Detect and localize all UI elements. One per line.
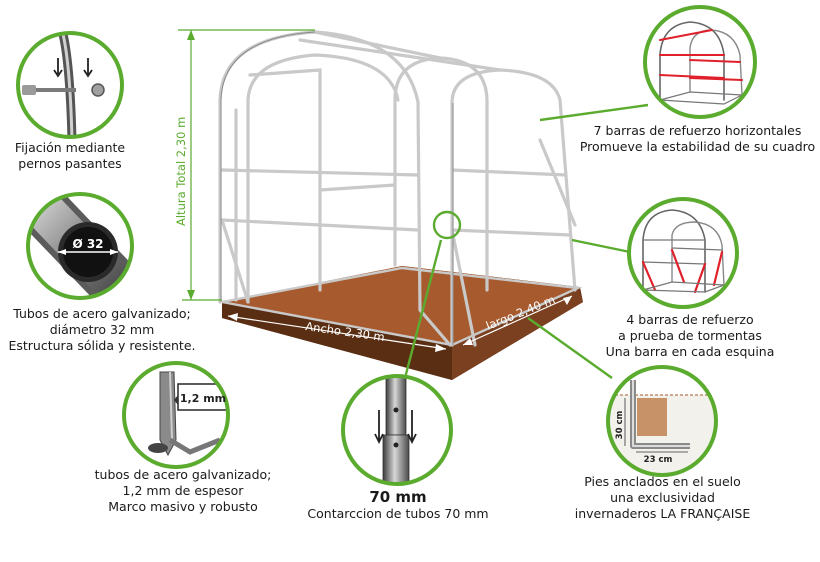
length-dimension [462, 295, 573, 346]
tube-diameter-badge: Ø 32 [72, 237, 103, 251]
arrow-down-icon [53, 58, 63, 78]
horizontal-bars-caption: 7 barras de refuerzo horizontales Promue… [579, 123, 816, 154]
connection-caption: 70 mm Contarccion de tubos 70 mm [300, 488, 496, 522]
nut-icon [91, 83, 105, 97]
arrow-down-icon [83, 58, 93, 78]
frame-shadow-lines [220, 31, 454, 345]
thickness-caption: tubos de acero galvanizado; 1,2 mm de es… [94, 467, 272, 514]
thickness-detail-circle [122, 361, 230, 469]
width-dimension [227, 313, 447, 352]
storm-bars-circle [627, 197, 739, 309]
anchor-detail-circle [606, 365, 718, 477]
connection-value: 70 mm [369, 488, 427, 506]
horizontal-bars-circle [643, 5, 757, 119]
anchor-width-dim: 23 cm [644, 455, 673, 465]
anchor-height-dim: 30 cm [615, 411, 625, 440]
leader-lines [403, 103, 649, 379]
storm-bars-caption: 4 barras de refuerzo a prueba de torment… [605, 312, 775, 359]
bolt-detail-circle [16, 31, 124, 139]
height-label: Altura Total 2,30 m [174, 117, 188, 226]
bolts-caption: Fijación mediante pernos pasantes [14, 140, 126, 171]
height-dimension [178, 29, 315, 301]
anchors-caption: Pies anclados en el suelo una exclusivid… [574, 474, 751, 521]
arrow-down-icon [374, 410, 384, 445]
tubes-caption: Tubos de acero galvanizado; diámetro 32 … [8, 306, 196, 353]
bolt-head-icon [22, 85, 36, 95]
detail-ring [432, 210, 462, 240]
greenhouse-frame [218, 30, 583, 347]
arrow-down-icon [407, 410, 417, 445]
thickness-badge: 1,2 mm [180, 392, 226, 405]
connection-detail-circle [341, 374, 453, 486]
